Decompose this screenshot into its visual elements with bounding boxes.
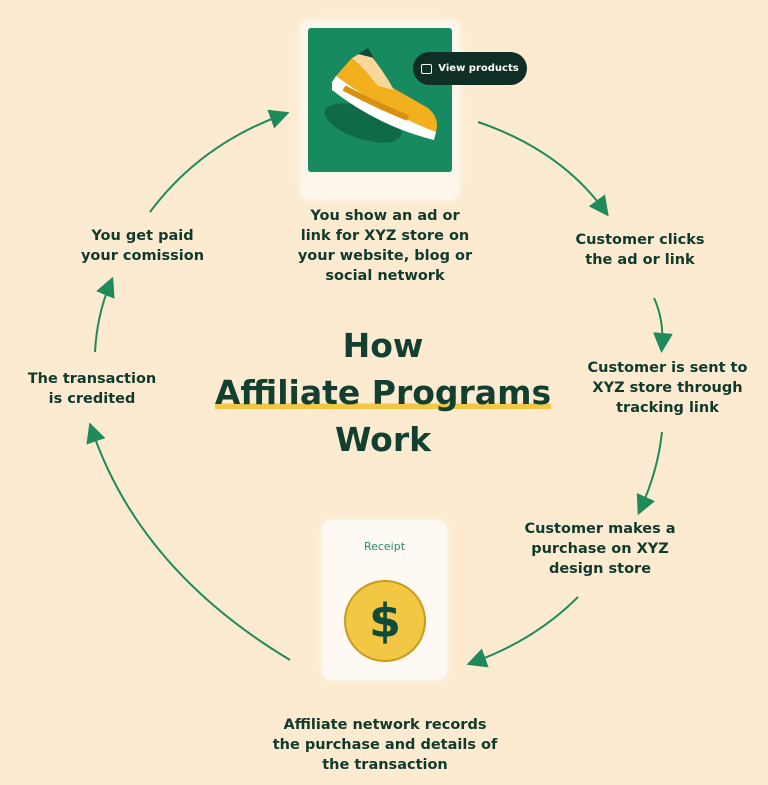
arrow-4 xyxy=(466,596,579,668)
dollar-coin-icon: $ xyxy=(344,580,426,662)
step-get-paid: You get paid your comission xyxy=(80,228,205,264)
view-products-button[interactable]: View products xyxy=(413,52,527,85)
view-products-label: View products xyxy=(438,63,519,74)
step-customer-clicks: Customer clicks the ad or link xyxy=(575,232,705,268)
arrow-7 xyxy=(149,109,290,213)
arrow-5 xyxy=(86,422,291,661)
arrow-6 xyxy=(94,276,115,353)
arrow-2 xyxy=(652,297,673,353)
title-line-2: Affiliate Programs xyxy=(214,373,552,412)
product-card xyxy=(300,20,460,200)
arrow-1 xyxy=(477,121,609,217)
receipt-label: Receipt xyxy=(363,540,406,553)
sneaker-icon xyxy=(324,48,437,143)
step-network-records: Affiliate network records the purchase a… xyxy=(272,717,498,773)
shopping-bag-icon xyxy=(421,63,433,74)
step-sent-to-store: Customer is sent to XYZ store through tr… xyxy=(587,360,748,416)
step-transaction-credited: The transaction is credited xyxy=(27,371,157,407)
step-makes-purchase: Customer makes a purchase on XYZ design … xyxy=(524,521,676,577)
step-show-ad: You show an ad or link for XYZ store on … xyxy=(297,208,473,284)
page-title: How Affiliate Programs Work xyxy=(200,322,566,463)
title-line-1: How xyxy=(342,326,424,365)
sneaker-image xyxy=(308,28,452,172)
arrow-3 xyxy=(636,431,663,516)
title-line-3: Work xyxy=(334,420,432,459)
